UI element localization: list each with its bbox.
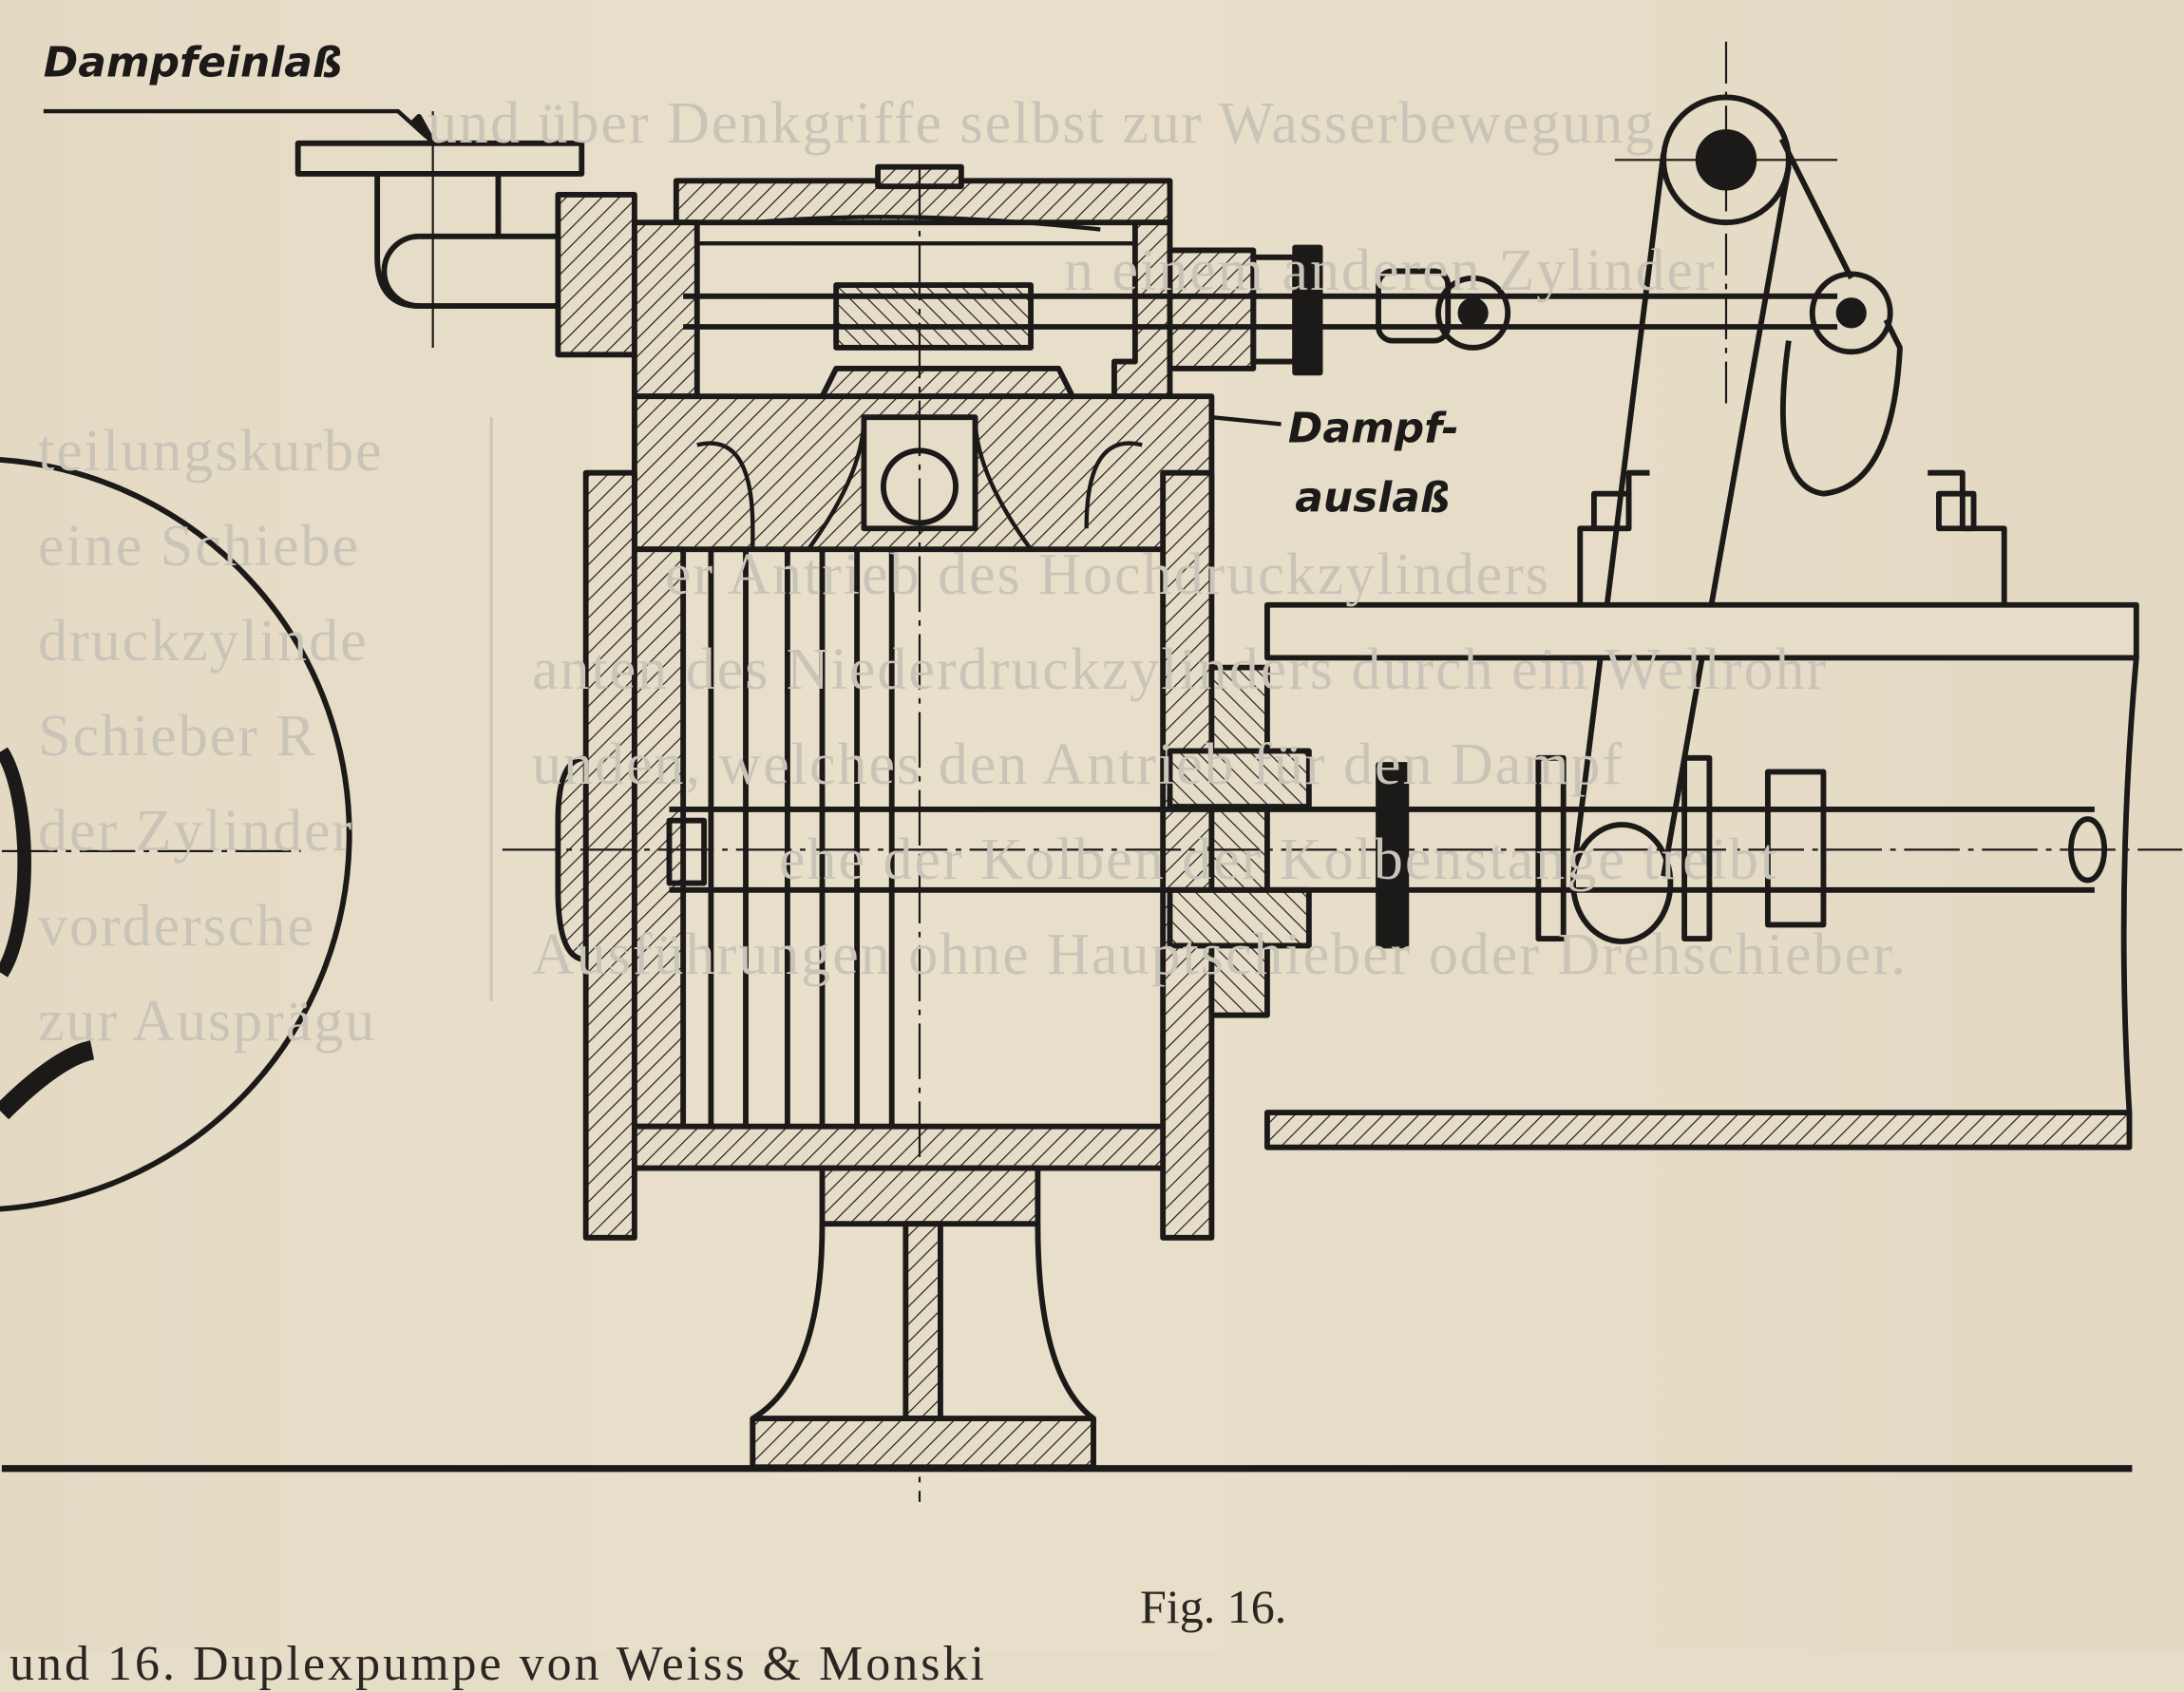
bleed-text-line: ehe der Kolben der Kolbenstange treibt	[779, 827, 1779, 892]
pump-body	[502, 601, 2183, 1150]
valve-chest	[631, 163, 1323, 400]
steam-cylinder	[555, 166, 1410, 1502]
figure-caption: und 16. Duplexpumpe von Weiss & Monski	[9, 1637, 987, 1691]
figure-number: Fig. 16.	[1140, 1580, 1287, 1633]
flywheel	[0, 457, 352, 1212]
bleed-text-line: er Antrieb des Hochdruckzylinders	[665, 542, 1551, 607]
rocker-lever	[1570, 41, 1903, 877]
bleed-text-line: und über Denkgriffe selbst zur Wasserbew…	[427, 91, 1657, 156]
bleed-text-line: eine Schiebe	[38, 514, 361, 579]
bleed-text-line: zur Ausprägu	[38, 989, 377, 1054]
bleed-text-line: unden, welches den Antrieb für den Dampf	[532, 732, 1624, 797]
bleed-text-line: vordersche	[38, 894, 315, 959]
bleed-text-line: der Zylinder	[38, 799, 354, 864]
bleed-text-line: druckzylinde	[38, 609, 369, 674]
bleed-text-line: Ausführungen ohne Hauptschieber oder Dre…	[532, 922, 1909, 987]
steam-outlet-label-line1: Dampf-	[1288, 404, 1459, 452]
bleed-text-line: anten des Niederdruckzylinders durch ein…	[532, 637, 1829, 702]
steam-outlet-label-line2: auslaß	[1295, 474, 1450, 523]
duplex-pump-section-drawing: Dampfeinlaß Dampf- auslaß	[0, 39, 2183, 1502]
steam-inlet-label: Dampfeinlaß	[44, 39, 343, 87]
bleed-text-line: n einem anderen Zylinder	[1064, 238, 1717, 303]
crosshead	[1535, 754, 1827, 944]
lever-bracket	[1577, 469, 2007, 605]
bleed-text-line: Schieber R	[38, 704, 317, 769]
bleed-text-line: teilungskurbe	[38, 419, 384, 484]
pedestal	[750, 1165, 1096, 1471]
